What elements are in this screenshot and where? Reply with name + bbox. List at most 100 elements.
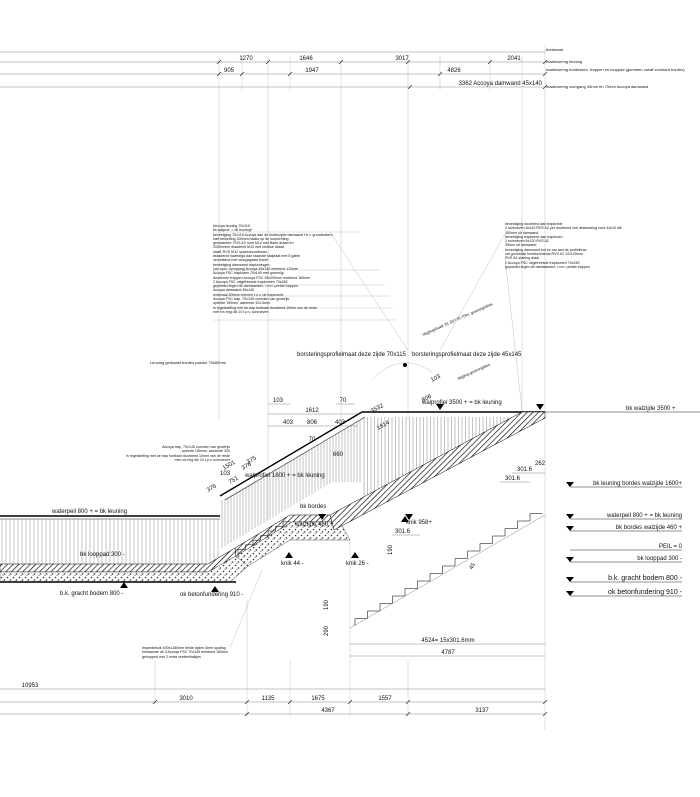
dim-103c: 103: [220, 471, 231, 477]
dim-2041: 2041: [507, 56, 521, 62]
dim-4826: 4826: [447, 68, 461, 74]
dim-376b: 376: [241, 461, 253, 472]
label-stijging: stijging groenrijpbos: [456, 362, 491, 381]
dim-4367: 4367: [321, 708, 335, 714]
angle-arc: [371, 362, 433, 381]
note-center-line: grondanker: RVS A2 rond M12 met lilane d…: [213, 241, 294, 246]
note-right-line: bevestiging damwand ent en om aan de pro…: [505, 247, 587, 252]
note-right-line: 2 schroeven 6x120 RVS A2: [505, 239, 549, 244]
label-knik-958: knik 958+: [406, 520, 432, 526]
note-center-line: minimaal 300mm inheien t.o.v. de trapvoe…: [213, 292, 284, 297]
dim-4787: 4787: [441, 650, 455, 656]
label-knik-26: knik 26 -: [346, 561, 369, 567]
note-center-line: optrede 190mm, aantrede 301.6mm: [213, 301, 271, 306]
dim-190a: 190: [388, 544, 394, 555]
dim-301-6a: 301.6: [517, 467, 533, 473]
label-ok-beton-910: ok betonfundering 910 -: [180, 592, 243, 598]
note-left-trap-line: met rvs ring dik 10 t.p.v. schroeven: [174, 457, 230, 462]
note-center-line: staaf: RVS M12 spanschroefmoer:: [213, 249, 268, 254]
note-center-line: Accoya FSC trap, 70x145 voorzien van gro…: [213, 297, 290, 302]
note-center-line: in regelstelling met de trap fontkant do…: [213, 305, 318, 310]
dim-3017: 3017: [395, 56, 409, 62]
note-center-line: draadeind haarstrgd aan staande stalplaa…: [213, 254, 301, 259]
dim-1557: 1557: [378, 696, 392, 702]
note-right-line: RVS A2 stalring draai: [505, 256, 540, 261]
dim-3532: 3532: [370, 403, 385, 415]
right-level-460: bk bordes walzijde 460 +: [616, 525, 683, 531]
dim-660: 660: [333, 452, 344, 458]
dim-103b: 103: [430, 373, 442, 383]
borstering-labels: borsteringsprofielmaat deze zijde 70x115…: [297, 352, 522, 358]
note-right-line: bevestiging doorbend aan trapkrede: [505, 222, 563, 226]
note-bottom: inspectieluik 400x1180mm beide zijden 5m…: [142, 569, 263, 659]
note-right-line: gepoedsl tegen de damwanden, i.v.m. pref…: [505, 264, 590, 269]
label-bk-gracht-800: b.k. gracht bodem 800 -: [60, 591, 123, 597]
note-right-line: 2 schroeven 6x120 RVS A2 per doorbend me…: [505, 226, 622, 231]
note-bottom-line: gehopped met 2 extra verdeelbalkjes: [142, 654, 201, 659]
note-center-line: Accoya damwand 45x140: [213, 288, 255, 293]
note-center-line: verzinkend met voorgegaste boren: [213, 258, 269, 263]
note-left-trap-line: in regelstelling met de trap fontkant do…: [125, 453, 230, 458]
dim-10953: 10953: [22, 683, 39, 689]
note-left-trap: Accoya trap, 70x145 voorzien van groefri…: [110, 445, 230, 462]
notes-left-trap: Accoya trap, 70x145 voorzien van groefri…: [110, 445, 230, 462]
note-center-line: gepoedsl tegen de damwanden, i.v.m. pref…: [213, 284, 298, 289]
level-markers: [120, 404, 544, 592]
right-level-beton: ok betonfundering 910 -: [608, 589, 683, 596]
dim-262: 262: [535, 461, 546, 467]
dim-3010: 3010: [179, 696, 193, 702]
note-bottom-line: inspectieluik 400x1180mm beide zijden 5m…: [142, 646, 226, 650]
right-level-peil: PEIL = 0: [659, 544, 683, 550]
dim-806: 806: [307, 420, 318, 426]
dim-70b: 70: [309, 437, 316, 443]
dim-751: 751: [228, 475, 240, 486]
note-right-line: 35mm uit damwand: [505, 243, 537, 248]
label-borst-right: borsteringsprofielmaat deze zijde 45x145: [412, 352, 522, 358]
legend-overgang: maatvoering overgang 45mm en 70mm Accoya…: [546, 84, 648, 89]
label-walzijde-460: walzijde 460 +: [294, 522, 334, 528]
note-center-line: bevestiging damwand trapkoningen: [213, 262, 270, 267]
legend-leuning: maatvoering leuning: [546, 59, 582, 64]
label-walprofiel-1600: walprofiel 1600 + = bk leuning: [244, 473, 325, 479]
label-walprofiel-3500: walprofiel 3500 + = bk leuning: [421, 400, 502, 406]
note-right-line: via grondvlak houtbovedkust RVS A2 12x12…: [505, 252, 583, 257]
legend-bordmaat: bordmaat: [546, 47, 564, 52]
dim-103a: 103: [273, 398, 284, 404]
label-bk-walzijde-3500: bk walzijde 3500 +: [626, 406, 676, 412]
dim-375: 375: [246, 455, 258, 466]
right-levels: bk leuning bordes walzijde 1600+ waterpe…: [566, 481, 683, 597]
note-center-line: Accoya FSC trapkoten 70x140 met groenrij…: [213, 271, 284, 276]
dim-403a: 403: [283, 420, 294, 426]
note-center-line: 2 Accoya FSC uitgefreesde trapbomen 70x2…: [213, 279, 288, 284]
notes-bottom: inspectieluik 400x1180mm beide zijden 5m…: [142, 646, 252, 659]
right-level-800: waterpeil 800 + = bk leuning: [606, 513, 682, 519]
label-bk-bordes: bk bordes: [300, 504, 326, 510]
note-left-trap-line: Accoya trap, 70x145 voorzien van groefri…: [162, 445, 230, 449]
dim-4524: 4524= 15x301.6mm: [421, 638, 474, 644]
dim-1814: 1814: [376, 420, 391, 432]
note-left-trap-line: optrede 190mm, aantrede 300: [181, 449, 230, 454]
right-level-gracht: b.k. gracht bodem 800 -: [608, 575, 683, 582]
note-left-sill: Leuning gedraaid bordes pasdut 75x80mm: [150, 360, 227, 365]
note-center-line: hart bekleding 300mm haaks op de loopric…: [213, 236, 289, 241]
dim-1612: 1612: [305, 408, 319, 414]
dim-905: 905: [224, 68, 235, 74]
top-dimension-values: 1270 1646 3017 2041 905 1947 4826 3362 A…: [224, 56, 543, 87]
label-bk-looppad-300: bk looppad 300 -: [80, 552, 125, 558]
top-dimension-lines: [0, 45, 548, 730]
dim-301-6c: 301.6: [395, 529, 411, 535]
dim-3137: 3137: [475, 708, 489, 714]
note-right-line: bevestiging trapkrede aan trapboom: [505, 234, 563, 239]
note-right-line: 300mm uit damwand: [505, 230, 539, 235]
dim-806b: 806: [421, 393, 433, 403]
dim-45: 45: [469, 562, 478, 571]
dim-1646: 1646: [299, 56, 313, 62]
dim-1135: 1135: [262, 696, 276, 702]
dim-1947: 1947: [305, 68, 319, 74]
note-center-line: doorboren trappen Accoya FSC 35x200mm ee…: [213, 275, 311, 280]
